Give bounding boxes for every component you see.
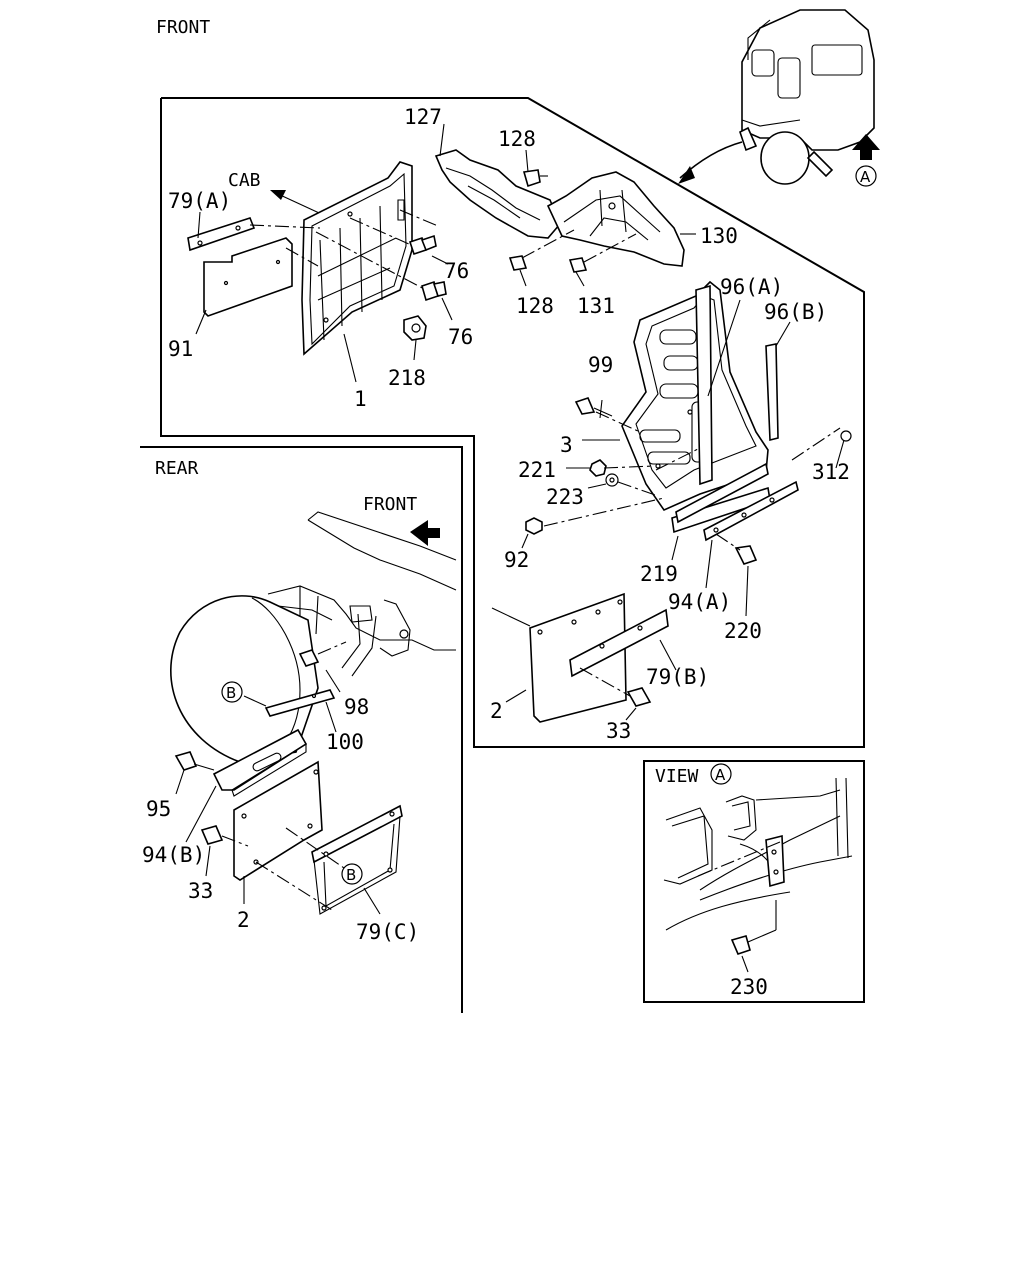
bolt-220: [734, 545, 758, 565]
callout-230: 230: [730, 975, 768, 999]
rear-frame: [140, 446, 463, 1013]
callout-94a: 94(A): [668, 590, 731, 614]
bolt-76-upper: [408, 234, 437, 256]
part-91-flap: [203, 237, 293, 317]
callout-100: 100: [326, 730, 364, 754]
marker-a-circle: [855, 165, 877, 187]
marker-b-label-upper: B: [226, 684, 236, 702]
bolt-98: [298, 649, 320, 667]
callout-1: 1: [354, 387, 367, 411]
callout-220: 220: [724, 619, 762, 643]
marker-b-circle-upper: [221, 681, 243, 703]
callout-131: 131: [577, 294, 615, 318]
view-a-marker-label: A: [715, 766, 726, 784]
part-127-bracket: [434, 149, 561, 239]
part-94a-plate: [675, 462, 769, 524]
marker-a-label: A: [860, 168, 871, 186]
clip-218: [403, 315, 427, 341]
callout-79b: 79(B): [646, 665, 709, 689]
callout-91: 91: [168, 337, 193, 361]
rear-chassis: [267, 511, 457, 677]
callout-76-lower: 76: [448, 325, 473, 349]
nut-221: [589, 459, 607, 477]
callout-92: 92: [504, 548, 529, 572]
bolt-99: [574, 397, 596, 415]
front-header: FRONT: [156, 17, 210, 38]
part-130-bracket: [546, 171, 685, 267]
part-79c-frame: [311, 804, 403, 915]
part-96b-strip: [765, 343, 779, 442]
part-96a-strip: [695, 284, 713, 486]
view-a-title: VIEW: [655, 766, 699, 787]
bolt-95: [174, 751, 198, 771]
marker-b-circle-lower: [341, 863, 363, 885]
callout-128-top: 128: [498, 127, 536, 151]
part-312-circle: [840, 430, 852, 442]
bolt-128-bottom: [508, 255, 528, 271]
bolt-33-top: [626, 687, 652, 707]
callout-79c: 79(C): [356, 920, 419, 944]
callout-95: 95: [146, 797, 171, 821]
view-a-marker-circle: [710, 763, 732, 785]
front-rear-label: FRONT: [363, 494, 417, 515]
callout-79a: 79(A): [168, 189, 231, 213]
rear-header: REAR: [155, 458, 199, 479]
part-100-bracket: [264, 689, 336, 717]
nut-92: [525, 517, 543, 535]
arrow-up-icon: [852, 134, 880, 160]
callout-127: 127: [404, 105, 442, 129]
view-a-detail: [663, 777, 853, 931]
callout-2-rear: 2: [237, 908, 250, 932]
part-94b-bracket: [212, 728, 308, 797]
callout-2-top: 2: [490, 699, 503, 723]
front-arrow-icon: [410, 520, 440, 546]
callout-94b: 94(B): [142, 843, 205, 867]
screw-230: [730, 935, 751, 955]
callout-96a: 96(A): [720, 275, 783, 299]
part-94a-strip: [703, 480, 799, 542]
callout-98: 98: [344, 695, 369, 719]
callout-3: 3: [560, 433, 573, 457]
callout-130: 130: [700, 224, 738, 248]
callout-76-upper: 76: [444, 259, 469, 283]
callout-99: 99: [588, 353, 613, 377]
cab-arrow-icon: [270, 190, 286, 200]
part-79b-plate: [569, 608, 669, 678]
callout-223: 223: [546, 485, 584, 509]
callout-128-bottom: 128: [516, 294, 554, 318]
view-a-frame: [643, 760, 865, 1003]
part-1-splash-panel: [301, 161, 413, 356]
callout-33-rear: 33: [188, 879, 213, 903]
bolt-76-lower: [421, 280, 447, 302]
bolt-128-top: [522, 169, 541, 188]
marker-b-label-lower: B: [346, 866, 356, 884]
callout-218: 218: [388, 366, 426, 390]
part-2-mud-flap-rear: [233, 760, 323, 881]
callout-312: 312: [812, 460, 850, 484]
bolt-131: [568, 257, 588, 273]
callout-221: 221: [518, 458, 556, 482]
truck-cab-icon: [678, 9, 875, 185]
callout-219: 219: [640, 562, 678, 586]
cab-label: CAB: [228, 170, 261, 191]
upper-frame: [160, 97, 865, 748]
bolt-33-rear: [200, 825, 224, 845]
callout-96b: 96(B): [764, 300, 827, 324]
callout-33-top: 33: [606, 719, 631, 743]
